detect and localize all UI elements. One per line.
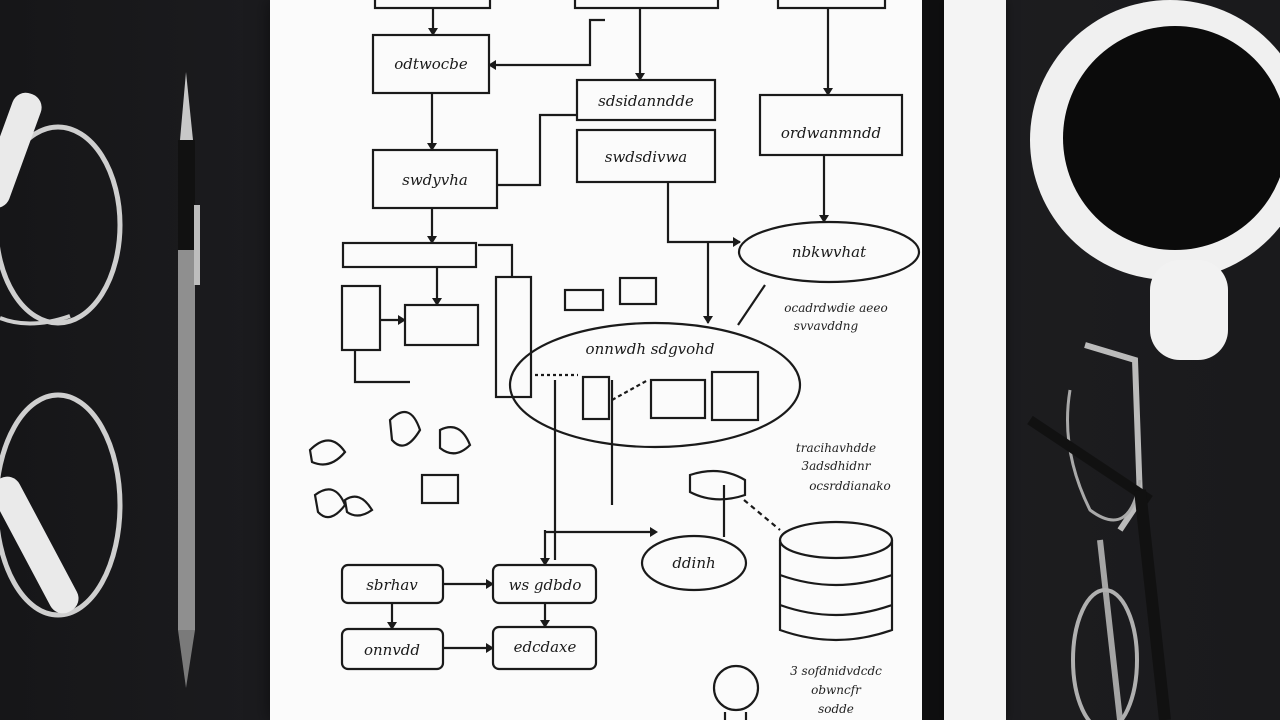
node-label: ordwanmndd <box>781 124 881 142</box>
node-label: edcdaxe <box>514 638 577 656</box>
node-label: ddinh <box>672 554 715 572</box>
note-text: sodde <box>818 702 854 716</box>
node-label: swdsdivwa <box>605 148 688 166</box>
note-text: ocsrddianako <box>809 479 891 493</box>
note-text: 3 sofdnidvdcdc <box>790 664 882 678</box>
note-text: 3adsdhidnr <box>801 459 871 473</box>
note-text: ocadrdwdie aeeo <box>784 301 888 315</box>
node-label: ws gdbdo <box>509 576 582 594</box>
node-label: swdyvha <box>402 171 468 189</box>
paper-shadow-gap <box>922 0 944 720</box>
note-text: obwncfr <box>811 683 862 697</box>
node-label: nbkwvhat <box>792 243 867 261</box>
node-label: odtwocbe <box>394 55 468 73</box>
node-label: onnwdh sdgvohd <box>586 340 715 358</box>
node-label: onnvdd <box>364 641 420 659</box>
note-text: svvavddng <box>794 319 859 333</box>
node-label: sbrhav <box>366 576 418 594</box>
paper-strip <box>944 0 1006 720</box>
note-text: tracihavhdde <box>796 441 876 455</box>
node-label: sdsidanndde <box>598 92 694 110</box>
